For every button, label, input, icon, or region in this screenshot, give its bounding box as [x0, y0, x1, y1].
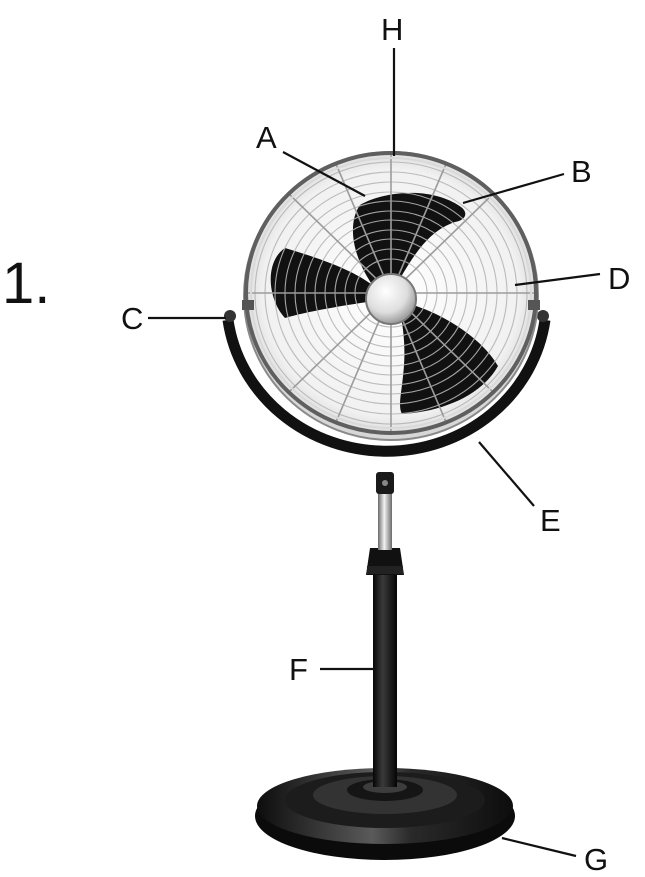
callout-label-e: E: [540, 503, 561, 538]
callout-label-d: D: [608, 261, 630, 296]
callout-label-g: G: [584, 842, 608, 877]
callout-label-b: B: [571, 154, 592, 189]
step-number: 1.: [2, 251, 50, 316]
center-hub: [366, 274, 416, 324]
callout-label-f: F: [289, 652, 308, 687]
fan-head: [242, 152, 540, 440]
callout-label-h: H: [381, 12, 403, 47]
callout-label-c: C: [121, 301, 143, 336]
callout-label-a: A: [256, 120, 277, 155]
right-tilt-knob: [537, 310, 549, 322]
leader-line-e: [479, 442, 534, 506]
leader-line-g: [502, 838, 576, 856]
left-tilt-knob: [224, 310, 236, 322]
fan-pole: [366, 472, 404, 787]
